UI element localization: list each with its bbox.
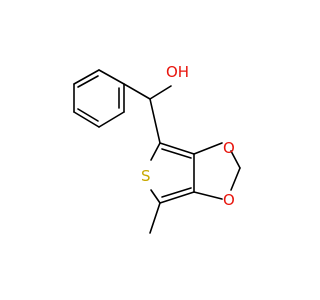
bond-thiophene-c2-c3-inner — [161, 148, 192, 159]
structure-drawing: OH S O O — [73, 63, 241, 234]
bond-phenyl-carbinol — [123, 83, 151, 100]
bond-o-upper-ch2 — [230, 150, 241, 169]
bond-benzene-3 — [98, 111, 125, 128]
bond-carbinol-oh — [149, 85, 172, 100]
dioxole-oxygen-lower-label: O — [223, 191, 235, 209]
sulfur-label: S — [141, 167, 151, 185]
bond-benzene-4-inner — [77, 108, 99, 122]
bond-benzene-6 — [73, 69, 100, 85]
bond-group — [73, 69, 241, 234]
molecule-canvas: OH S O O — [73, 63, 241, 234]
dioxole-oxygen-upper-label: O — [223, 139, 235, 157]
bond-methyl — [149, 202, 161, 234]
bond-benzene-6-inner — [77, 75, 99, 88]
bond-thiophene-c4-c5-inner — [161, 187, 192, 198]
bond-c5-sulfur — [150, 189, 161, 204]
bond-benzene-4 — [73, 111, 100, 128]
bond-sulfur-c2 — [150, 142, 161, 161]
bond-ch2-o-lower — [230, 167, 241, 191]
hydroxyl-label: OH — [166, 63, 189, 81]
bond-thiophene-c2-c3 — [159, 142, 195, 155]
bond-benzene-1 — [98, 69, 125, 85]
bond-o-lower-c4 — [193, 191, 223, 200]
bond-c3-o-upper — [193, 142, 223, 155]
bond-carbinol-thiophene — [149, 98, 161, 144]
bond-thiophene-c4-c5 — [159, 191, 195, 204]
